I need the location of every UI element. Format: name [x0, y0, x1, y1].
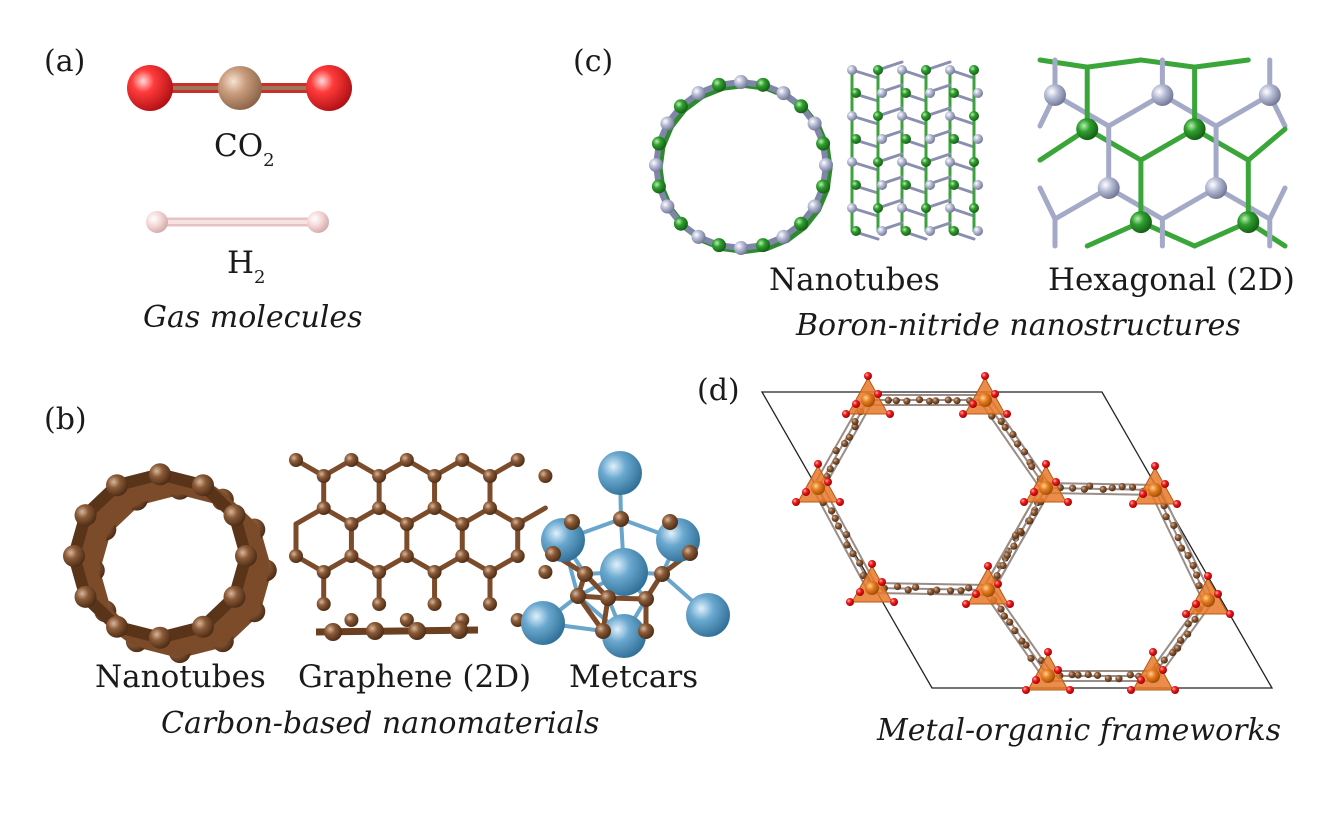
h2-formula-subscript: 2: [254, 267, 265, 288]
h2-formula: H2: [227, 245, 266, 281]
bn-nanotube-side-view: [847, 62, 983, 239]
bn-nanotubes-label: Nanotubes: [769, 262, 940, 298]
metcar-image: [521, 451, 730, 658]
panel-c-label: (c): [573, 44, 613, 79]
panel-a-caption: Gas molecules: [143, 300, 363, 335]
panel-b-caption: Carbon-based nanomaterials: [161, 706, 599, 741]
carbon-nanotube-image: [63, 463, 277, 663]
panel-d-caption: Metal-organic frameworks: [877, 713, 1281, 748]
panel-c-caption: Boron-nitride nanostructures: [796, 308, 1241, 343]
panel-d-label: (d): [697, 373, 740, 408]
co2-formula-main: CO: [214, 128, 263, 164]
co2-formula: CO2: [214, 128, 275, 164]
hexagonal-bn-image: [1040, 60, 1285, 246]
panel-b-label: (b): [44, 402, 87, 437]
co2-molecule: [127, 65, 352, 111]
graphene-side-view: [316, 621, 478, 641]
graphene-label: Graphene (2D): [298, 659, 531, 695]
bn-nanotube-end-view: [649, 75, 833, 255]
panel-a-label: (a): [44, 44, 85, 79]
h2-formula-main: H: [227, 245, 254, 281]
mof-framework-image: [762, 372, 1272, 694]
metcars-label: Metcars: [569, 659, 698, 695]
carbon-nanotubes-label: Nanotubes: [95, 659, 266, 695]
h2-molecule: [146, 211, 329, 233]
graphene-image: [289, 453, 552, 627]
hexagonal-bn-label: Hexagonal (2D): [1048, 262, 1295, 298]
co2-formula-subscript: 2: [263, 150, 274, 171]
